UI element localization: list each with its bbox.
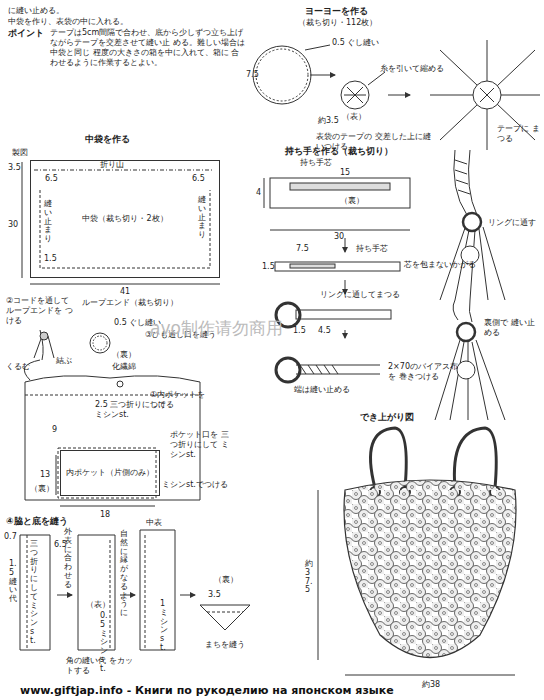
label: くるむ [6,362,30,372]
label: 中表 [146,518,162,528]
section-heading: 持ち手を作る（裁ち切り） [285,146,393,157]
label: 1.5 [293,326,306,336]
label: 30 [334,232,344,242]
label: 1.5 [262,262,275,272]
watermark: avo制作请勿商用 [150,318,283,339]
node-text: 内ポケット（片側のみ） [65,467,155,479]
label: 中袋を作り、表袋の中に入れる。 [8,17,128,27]
footer: www.giftjap.info - Книги по рукоделию на… [20,684,394,698]
label: （裏） [30,484,54,494]
label: 縫い止まり [44,200,52,244]
label: 13 [40,470,50,480]
label: 結ぶ [56,356,72,366]
label: 折り山 [100,160,124,170]
label: 自然に縁がなるように [120,530,128,618]
label: 1.5 縫い代 [9,560,17,604]
label: （裏） [340,196,364,206]
label: 三つ折りにしてミシンst. [30,540,38,646]
pattern-box: 中袋（裁ち切り・2枚） [30,160,220,278]
label: テープに まつる [497,124,541,144]
label: 2.5 三つ折りにして ミシンst. [95,400,170,420]
label: （裁ち切り・112枚） [298,18,377,28]
label: 7.5 [246,70,259,80]
label: 1ミシンst. [160,600,168,653]
label: 化繊綿 [112,362,136,372]
section-heading: 中袋を作る [85,134,130,145]
label: ミシンst.でつける [162,480,228,490]
node-text: 中袋（裁ち切り・2枚） [81,213,168,225]
label: 約37.5 [305,560,313,595]
label: 2×70のバイアス布を 巻きつける [388,362,458,382]
label: 6.5 [45,174,58,184]
label: 約38 [422,680,440,690]
label: 縫い止まり [198,196,206,240]
label: 18 [100,510,110,520]
label: ②コードを通して ループエンドを つける [6,296,76,326]
pattern-box: 内ポケット（片側のみ） [60,450,160,496]
label: （表） [86,600,110,610]
label: 製図 [12,148,28,158]
label: リングに通す [488,218,538,228]
label: 0.5 ぐし縫い [332,38,379,48]
label: 外表に合わせる [64,528,72,590]
label: 0.7 [4,532,17,542]
label: 4.5 [318,326,331,336]
section-heading: ④脇と底を縫う [6,516,68,527]
label: まちを縫う [205,640,245,650]
label: 3.5 [8,163,21,173]
label: 3.5 [208,590,221,600]
label: ポケット口を 三つ折りにして ミシンst. [170,430,232,460]
label: 1.5 [44,254,57,264]
label: 裏側で 縫い止める [484,318,540,338]
label: 約3.5 [318,116,339,126]
section-heading: ヨーヨーを作る [305,6,368,17]
label: 4 [256,188,261,198]
label: 角の縫い代 をカットする [66,656,138,676]
label: 30 [8,220,18,230]
label: 9 [52,425,57,435]
label: 41 [120,287,130,297]
label: テープは5cm間隔で合わせ、底から少しずつ立ち上げ ながらテープを交差させて縫い… [50,28,245,68]
label: 糸を引いて縮める [380,64,444,74]
label: （表） [342,112,366,122]
label: 7.5 [296,244,309,254]
label: リングに通してまつる [320,290,400,300]
section-heading: ポイント [8,28,44,39]
label: 芯を包まないかがる [404,260,476,270]
label: 持ち手芯 [356,244,388,254]
section-heading: でき上がり図 [360,412,414,423]
label: 15 [340,168,350,178]
label: に縫い止める。 [8,6,64,16]
label: 端は縫い止める [294,385,350,395]
label: 6.5 [192,174,205,184]
label: （裏） [112,350,136,360]
label: ループエンド（裁ち切り） [82,298,178,308]
label: （裏） [214,575,238,585]
label: 持ち手芯 [300,158,332,168]
